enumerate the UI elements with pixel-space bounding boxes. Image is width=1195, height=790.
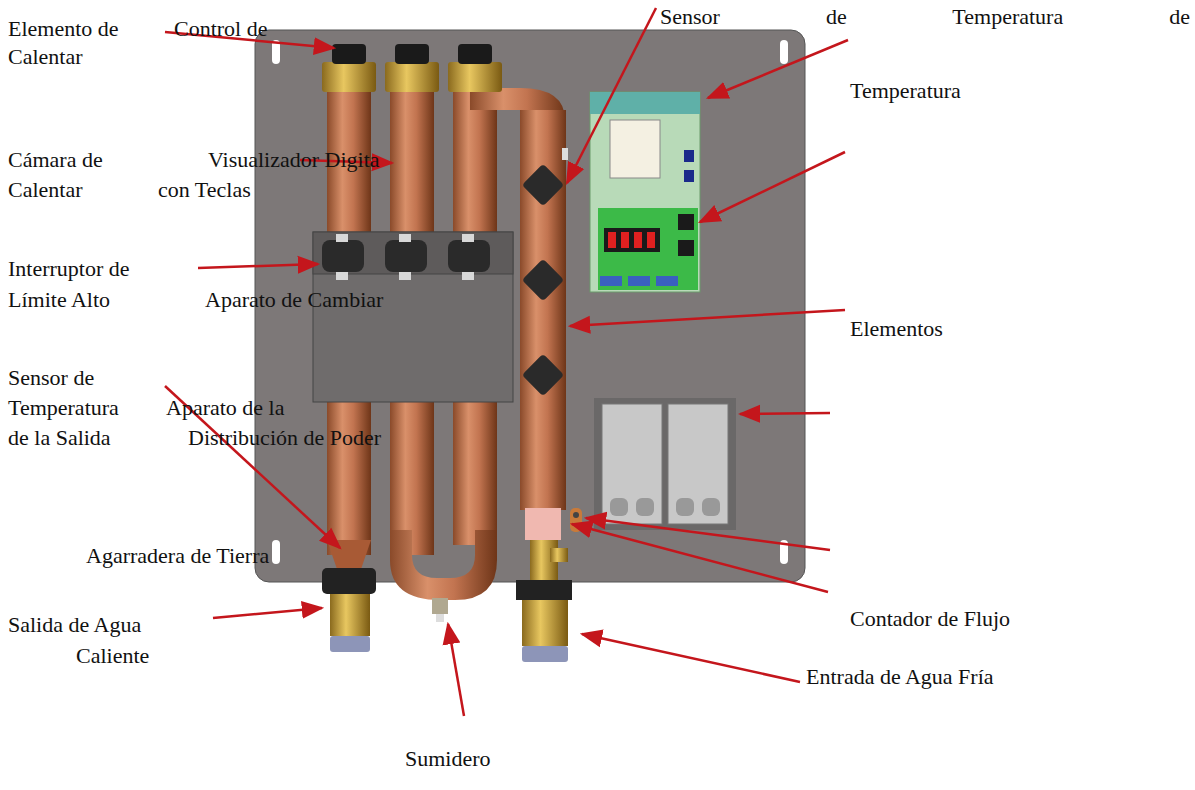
part-label: Aparato de Cambiar	[205, 287, 383, 313]
relay-modules	[594, 398, 736, 530]
part-label: Elemento de	[8, 16, 119, 42]
part-label: Sensor de Temperatura de	[660, 4, 1190, 30]
switch-bracket	[313, 232, 513, 402]
leader-arrows	[165, 8, 848, 716]
part-label: Calentar	[8, 44, 83, 70]
part-label: Aparato de la	[166, 395, 285, 421]
part-label: Temperatura	[850, 78, 961, 104]
part-label: Distribución de Poder	[188, 425, 381, 451]
element-caps	[322, 44, 502, 92]
part-label: Entrada de Agua Fría	[806, 664, 994, 690]
part-label: Agarradera de Tierra	[86, 543, 269, 569]
inlet-fitting	[516, 508, 572, 662]
part-label: Temperatura	[8, 395, 119, 421]
part-label: Sumidero	[405, 746, 491, 772]
part-label: Cámara de	[8, 147, 103, 173]
part-label: de la Salida	[8, 425, 111, 451]
part-label: Visualizador Digita	[208, 147, 380, 173]
drain-fitting	[432, 598, 448, 622]
part-label: Salida de Agua	[8, 612, 141, 638]
ground-lug	[570, 508, 582, 532]
part-label: Control de	[174, 16, 268, 42]
manifold-elements	[522, 164, 564, 396]
part-label: Interruptor de	[8, 256, 130, 282]
part-label: Caliente	[76, 643, 149, 669]
part-label: Calentar	[8, 177, 83, 203]
part-label: Sensor de	[8, 365, 94, 391]
part-label: con Teclas	[158, 177, 251, 203]
control-board	[590, 92, 700, 292]
outlet-fitting	[322, 568, 376, 652]
part-label: Elementos	[850, 316, 943, 342]
part-label: Contador de Flujo	[850, 606, 1010, 632]
part-label: Límite Alto	[8, 287, 110, 313]
